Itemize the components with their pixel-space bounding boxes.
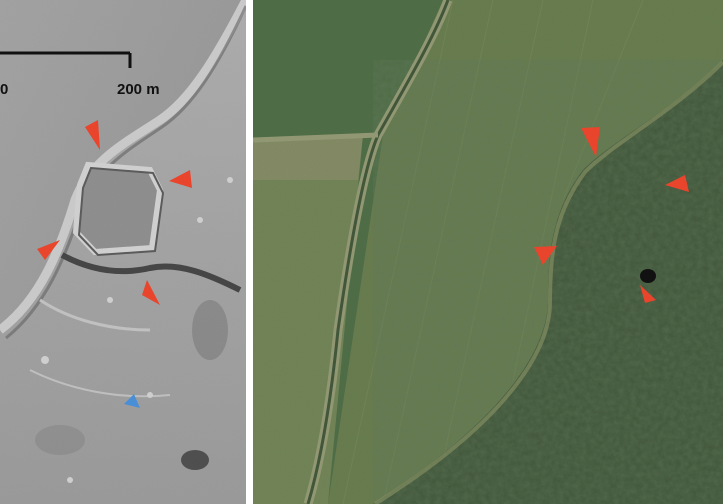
red-arrow-marker	[85, 120, 100, 150]
red-arrow-marker	[665, 175, 689, 192]
aerial-markers	[534, 127, 689, 303]
blue-arrow-marker	[124, 394, 140, 408]
red-arrow-marker	[534, 246, 557, 265]
aerial-panel	[253, 0, 723, 504]
lidar-panel: 0 200 m	[0, 0, 246, 504]
lidar-markers	[37, 120, 192, 408]
red-arrow-marker	[142, 280, 160, 305]
panel-divider	[246, 0, 253, 504]
red-arrow-marker	[37, 240, 60, 260]
red-arrow-marker	[169, 170, 192, 188]
red-arrow-marker	[581, 127, 600, 157]
scale-end-label: 200 m	[117, 81, 160, 98]
lidar-image: 0 200 m	[0, 0, 246, 504]
scale-start-label: 0	[0, 81, 8, 98]
scale-bar: 0 200 m	[0, 51, 160, 98]
red-arrow-marker	[640, 285, 656, 303]
aerial-image	[253, 0, 723, 504]
